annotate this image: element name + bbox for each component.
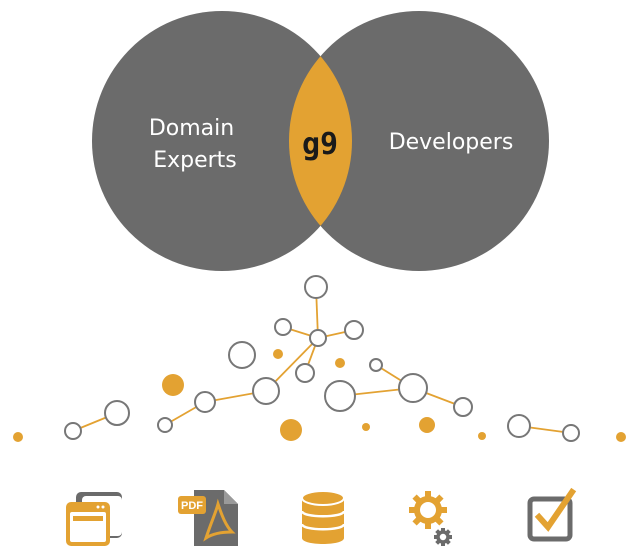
pdf-label: PDF [181, 500, 203, 512]
domain-experts-label: Domain Experts [149, 116, 241, 173]
network-node [252, 377, 280, 405]
database-icon [300, 490, 346, 544]
network-node [194, 391, 216, 413]
network-node [274, 318, 292, 336]
network-node [324, 380, 356, 412]
checkbox-icon [527, 487, 577, 542]
network-node [309, 329, 327, 347]
g9-label: g9 [302, 127, 338, 162]
network-dot [362, 423, 370, 431]
network-node [507, 414, 531, 438]
network-dot [419, 417, 435, 433]
domain-experts-line1: Domain [149, 116, 234, 141]
network-node [228, 341, 256, 369]
network-dot [616, 432, 626, 442]
network-dot [162, 374, 184, 396]
network-dot [335, 358, 345, 368]
browser-window-icon [66, 492, 122, 546]
network-nodes [64, 275, 580, 442]
bottom-icons: PDF [66, 487, 577, 546]
network-node [304, 275, 328, 299]
domain-experts-line2: Experts [153, 148, 237, 173]
network-node [295, 363, 315, 383]
network-dot [478, 432, 486, 440]
network-dot [280, 419, 302, 441]
network-node [562, 424, 580, 442]
settings-gears-icon [409, 491, 452, 546]
network-dot [13, 432, 23, 442]
network-dots [13, 349, 626, 442]
venn-diagram: Domain Experts Developers g9 [92, 11, 549, 271]
pdf-document-icon: PDF [178, 490, 238, 546]
developers-label: Developers [389, 130, 514, 155]
network-node [369, 358, 383, 372]
network-dot [273, 349, 283, 359]
domain-experts-circle [92, 11, 352, 271]
network-node [104, 400, 130, 426]
network-graph [13, 275, 626, 442]
network-node [157, 417, 173, 433]
network-edges [72, 286, 572, 434]
network-node [453, 397, 473, 417]
network-node [398, 373, 428, 403]
network-node [344, 320, 364, 340]
network-node [64, 422, 82, 440]
developers-circle [289, 11, 549, 271]
